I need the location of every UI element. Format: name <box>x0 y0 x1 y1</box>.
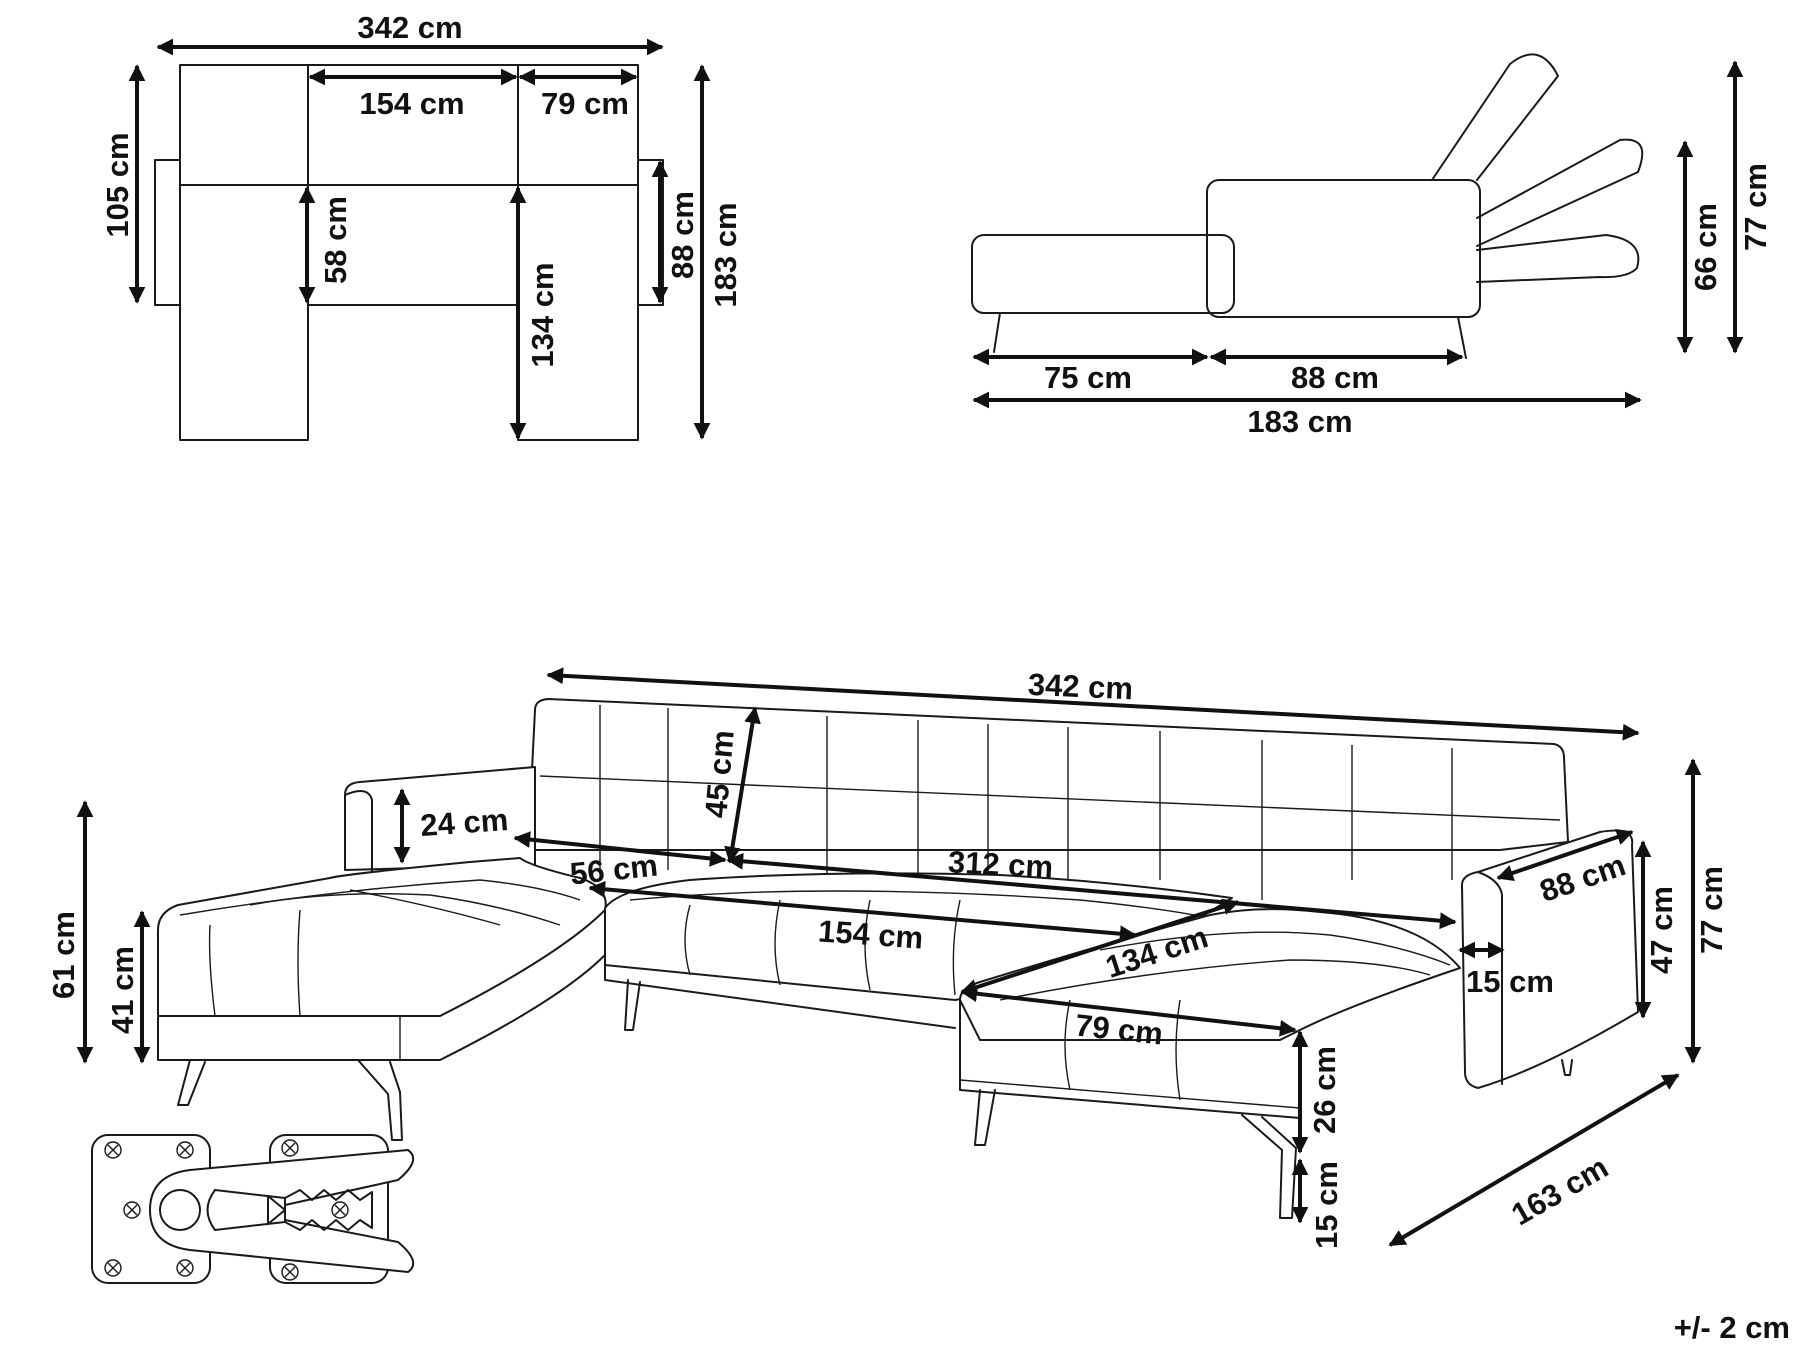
persp-cushion-height-label: 26 cm <box>1307 1046 1342 1134</box>
side-view: 75 cm 88 cm 183 cm 66 cm 77 cm <box>971 53 1773 439</box>
top-right-seat-width-label: 79 cm <box>541 86 629 121</box>
top-view: 342 cm 154 cm 79 cm 105 cm 58 cm 134 cm … <box>100 10 743 441</box>
perspective-view: 342 cm 45 cm 24 cm 56 cm 312 cm 154 cm 1… <box>46 667 1729 1249</box>
persp-back-height-label: 45 cm <box>698 729 741 820</box>
persp-arm-width-label: 15 cm <box>1466 964 1554 999</box>
side-armrest-length-label: 88 cm <box>1291 360 1379 395</box>
persp-middle-seat-width-label: 154 cm <box>817 913 924 955</box>
top-back-depth-label: 105 cm <box>100 132 135 237</box>
side-view-outline <box>971 53 1644 359</box>
persp-seat-width-label: 312 cm <box>947 844 1054 884</box>
persp-armrest-height-label: 24 cm <box>419 802 509 843</box>
side-overall-height-label: 77 cm <box>1738 163 1773 251</box>
top-armrest-depth-label: 88 cm <box>665 191 700 279</box>
top-overall-depth-label: 183 cm <box>708 202 743 307</box>
side-seat-depth-label: 75 cm <box>1044 360 1132 395</box>
persp-overall-depth-label: 163 cm <box>1505 1149 1614 1232</box>
persp-leg-height-label: 15 cm <box>1309 1161 1344 1249</box>
side-overall-depth-label: 183 cm <box>1247 404 1352 439</box>
side-view-dimension-lines <box>972 60 1744 409</box>
perspective-dimension-lines <box>76 667 1702 1247</box>
top-chaise-length-label: 134 cm <box>525 262 560 367</box>
persp-seat-height-inner-label: 41 cm <box>105 946 140 1034</box>
persp-left-arm-depth-label: 56 cm <box>568 848 659 892</box>
perspective-outline <box>157 698 1639 1219</box>
side-armrest-height-label: 66 cm <box>1688 203 1723 291</box>
persp-overall-width-label: 342 cm <box>1027 667 1134 707</box>
top-overall-width-label: 342 cm <box>357 10 462 45</box>
top-seat-depth-label: 58 cm <box>318 196 353 284</box>
hinge-mechanism-illustration <box>91 1134 415 1284</box>
top-view-outline <box>154 64 664 441</box>
persp-overall-height-label: 77 cm <box>1694 866 1729 954</box>
tolerance-note: +/- 2 cm <box>1674 1310 1790 1345</box>
persp-seat-height-outer-label: 61 cm <box>46 911 81 999</box>
top-view-dimension-lines <box>128 38 711 440</box>
top-middle-seat-width-label: 154 cm <box>359 86 464 121</box>
persp-arm-height-label: 47 cm <box>1644 886 1679 974</box>
screw-icons <box>104 1139 349 1281</box>
